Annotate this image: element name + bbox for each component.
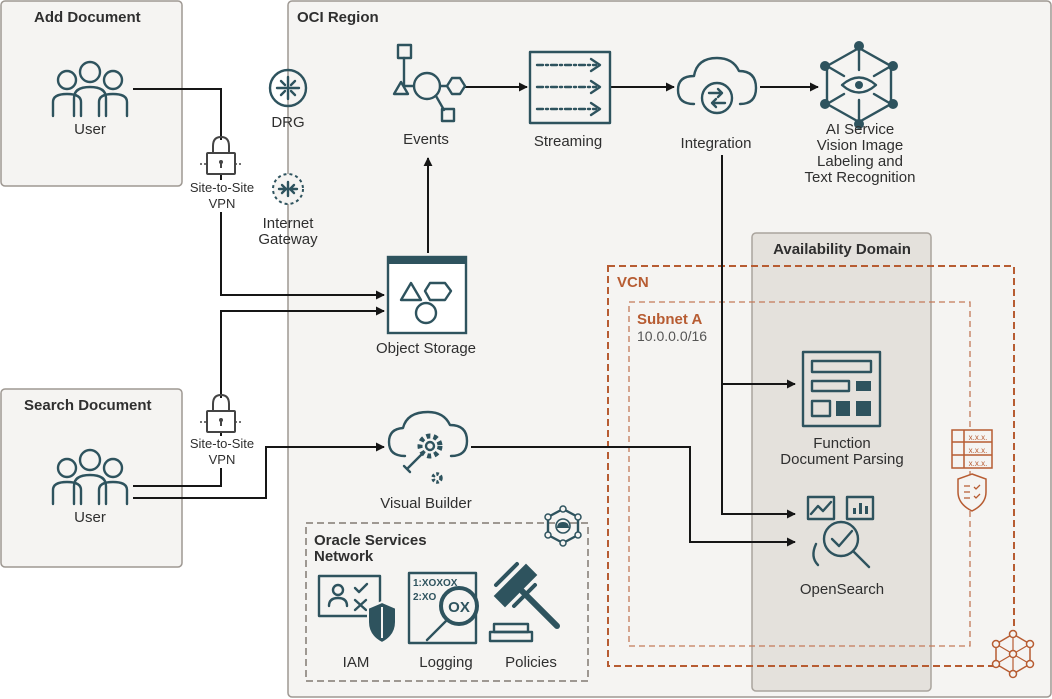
vcn-title: VCN	[617, 274, 649, 291]
security-list-text-3: x.x.x.	[969, 459, 988, 468]
object-storage-icon	[386, 255, 468, 335]
oci-region-title: OCI Region	[297, 9, 379, 26]
vcn-network-icon	[991, 629, 1035, 679]
availability-domain-title: Availability Domain	[773, 241, 911, 258]
search-document-group: Search Document	[0, 388, 183, 568]
vpn-bottom-label-line1: Site-to-Site	[190, 436, 254, 451]
internet-gateway-label-line2: Gateway	[258, 231, 318, 248]
user-search-label: User	[74, 509, 106, 526]
opensearch-node[interactable]: OpenSearch	[800, 495, 884, 598]
vpn-top-label-line1: Site-to-Site	[190, 180, 254, 195]
ai-service-label-line2: Vision Image	[817, 137, 903, 154]
subnet-name: Subnet A	[637, 311, 702, 328]
router-icon	[268, 68, 308, 108]
function-label-line2: Document Parsing	[780, 451, 903, 468]
connector-user-search-to-visual-builder	[133, 442, 385, 499]
logging-node[interactable]: 1:XOXOX 2:XO OX Logging	[407, 571, 479, 671]
policies-label: Policies	[505, 654, 557, 671]
add-document-title: Add Document	[34, 9, 141, 26]
vpn-top-label-line2: VPN	[209, 196, 236, 211]
security-list-icon: x.x.x. x.x.x. x.x.x.	[951, 429, 993, 469]
user-search-node[interactable]: User	[51, 448, 129, 526]
logging-label: Logging	[419, 654, 472, 671]
users-icon	[51, 448, 129, 506]
streaming-icon	[528, 50, 612, 125]
ai-vision-icon	[820, 41, 898, 129]
gateway-icon	[272, 173, 304, 205]
vcn-group: VCN	[607, 265, 1015, 667]
availability-domain-group: Availability Domain	[751, 232, 932, 692]
iam-label: IAM	[343, 654, 370, 671]
function-icon	[801, 350, 882, 428]
integration-cloud-icon	[676, 56, 758, 115]
visual-builder-label: Visual Builder	[380, 495, 471, 512]
connector-integration-to-opensearch	[721, 384, 796, 519]
oracle-services-network-group: Oracle Services Network	[305, 522, 589, 682]
user-add-node[interactable]: User	[51, 60, 129, 138]
opensearch-icon	[806, 495, 875, 569]
osn-network-icon	[544, 505, 582, 547]
users-icon	[51, 60, 129, 118]
events-label: Events	[403, 131, 449, 148]
lock-icon	[199, 135, 243, 175]
visual-builder-icon	[387, 410, 469, 484]
iam-icon	[317, 574, 397, 645]
drg-node[interactable]: DRG	[268, 68, 308, 131]
user-add-label: User	[74, 121, 106, 138]
ai-service-node[interactable]: AI Service Vision Image Labeling and Tex…	[805, 41, 916, 186]
subnet-cidr: 10.0.0.0/16	[637, 328, 707, 344]
streaming-label: Streaming	[534, 133, 602, 150]
vpn-bottom-label-line2: VPN	[209, 452, 236, 467]
internet-gateway-node[interactable]: Internet Gateway	[258, 173, 318, 248]
object-storage-node[interactable]: Object Storage	[376, 255, 476, 357]
ai-service-label-line4: Text Recognition	[805, 169, 916, 186]
logging-text-line2: 2:XO	[413, 592, 437, 603]
add-document-group: Add Document	[0, 0, 183, 187]
iam-node[interactable]: IAM	[317, 574, 397, 671]
events-icon	[392, 43, 467, 123]
visual-builder-node[interactable]: Visual Builder	[380, 410, 472, 512]
logging-icon: 1:XOXOX 2:XO OX	[407, 571, 479, 645]
ai-service-label-line1: AI Service	[826, 121, 894, 138]
search-document-title: Search Document	[24, 397, 152, 414]
function-label-line1: Function	[813, 435, 871, 452]
integration-node[interactable]: Integration	[676, 56, 758, 152]
security-list-node[interactable]: x.x.x. x.x.x. x.x.x.	[951, 429, 993, 512]
streaming-node[interactable]: Streaming	[528, 50, 612, 150]
vpn-bottom-node[interactable]: Site-to-Site VPN	[183, 393, 261, 468]
osn-title-line1: Oracle Services	[314, 532, 427, 549]
security-list-text-1: x.x.x.	[969, 433, 988, 442]
policies-node[interactable]: Policies	[488, 562, 560, 671]
function-node[interactable]: Function Document Parsing	[780, 350, 904, 468]
ai-service-label-line3: Labeling and	[817, 153, 903, 170]
drg-label: DRG	[271, 114, 304, 131]
connector-visual-builder-to-opensearch	[471, 446, 796, 547]
gavel-icon	[488, 562, 560, 643]
events-node[interactable]: Events	[392, 43, 467, 148]
logging-lens-text: OX	[448, 599, 470, 616]
security-list-text-2: x.x.x.	[969, 446, 988, 455]
integration-label: Integration	[681, 135, 752, 152]
object-storage-label: Object Storage	[376, 340, 476, 357]
vpn-top-node[interactable]: Site-to-Site VPN	[183, 135, 261, 212]
osn-title-line2: Network	[314, 548, 374, 565]
opensearch-label: OpenSearch	[800, 581, 884, 598]
logging-text-line1: 1:XOXOX	[413, 578, 458, 589]
internet-gateway-label-line1: Internet	[263, 215, 315, 232]
lock-icon	[199, 393, 243, 433]
security-shield-icon	[957, 473, 987, 512]
